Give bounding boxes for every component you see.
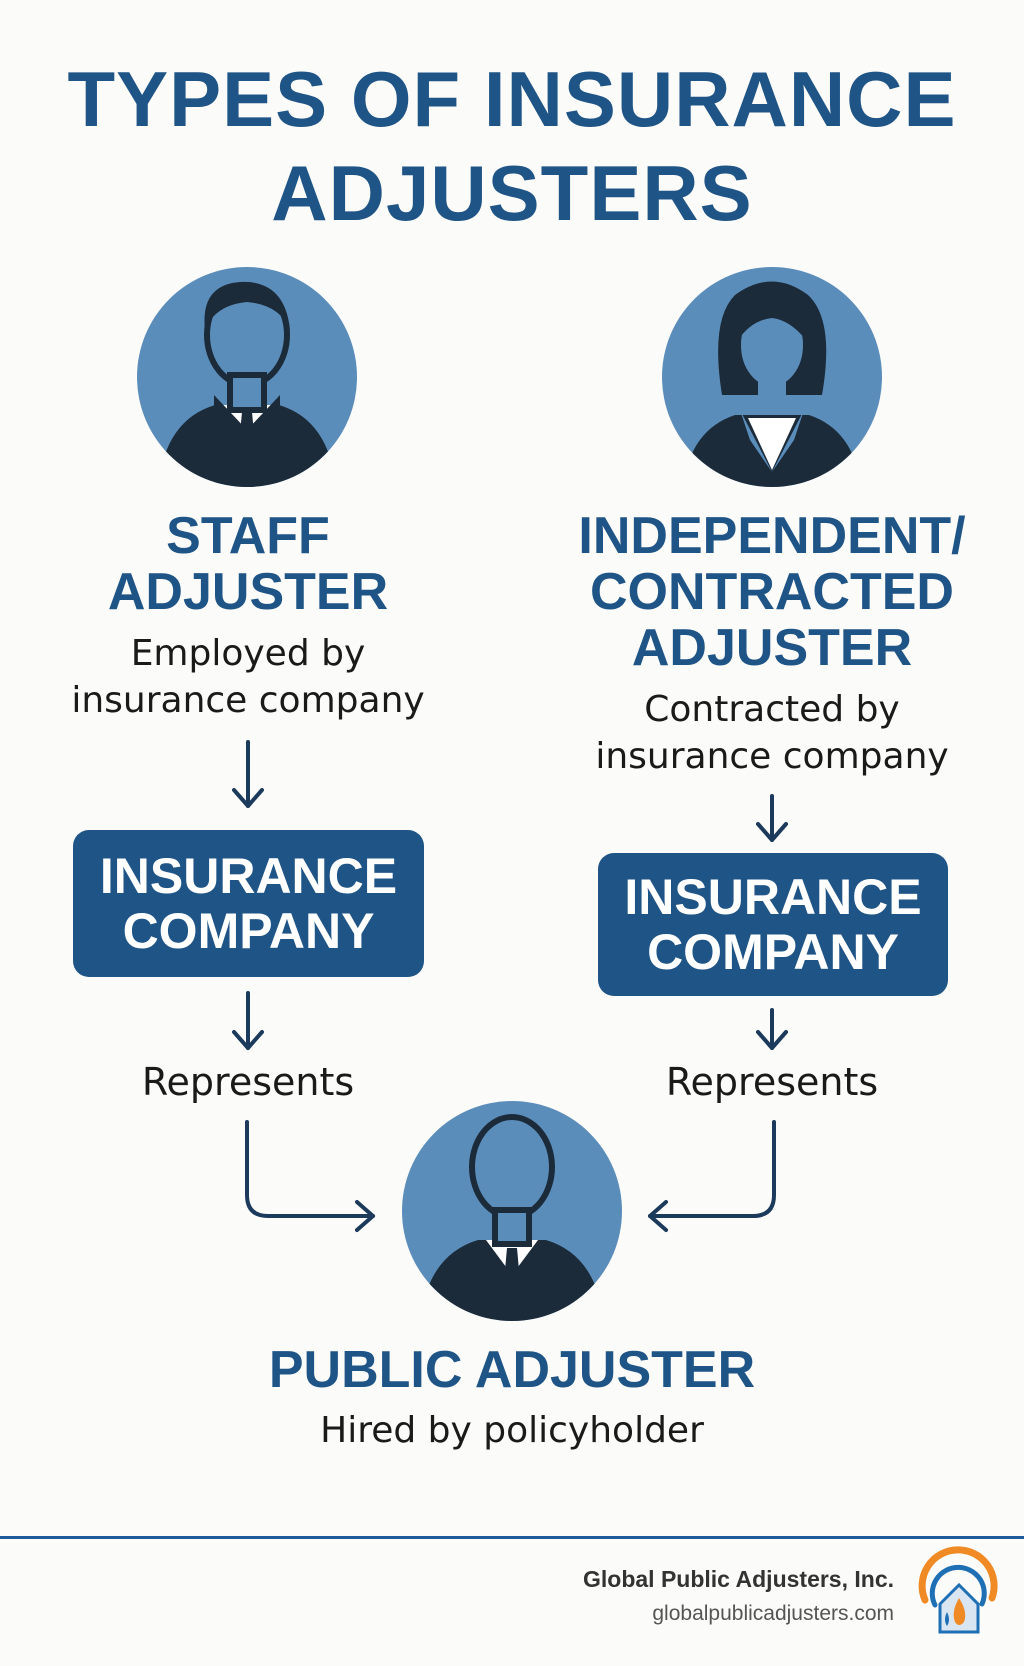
public-adjuster-avatar-icon <box>402 1101 622 1321</box>
arrow-down-icon <box>232 991 264 1050</box>
female-avatar-icon <box>662 267 882 487</box>
company-logo-icon <box>918 1546 998 1634</box>
public-adjuster-label: PUBLIC ADJUSTER <box>268 1341 756 1399</box>
independent-represents-label: Represents <box>665 1060 879 1104</box>
elbow-arrow-left-icon <box>648 1120 776 1232</box>
elbow-arrow-right-icon <box>245 1120 375 1232</box>
page-title: TYPES OF INSURANCE ADJUSTERS <box>0 52 1024 240</box>
staff-represents-label: Represents <box>141 1060 355 1104</box>
staff-insurance-company-box: INSURANCE COMPANY <box>73 830 424 977</box>
public-adjuster-description: Hired by policyholder <box>320 1410 704 1451</box>
footer-company-name: Global Public Adjusters, Inc. <box>583 1566 894 1592</box>
male-avatar-icon <box>137 267 357 487</box>
title-line-1: TYPES OF INSURANCE <box>67 55 957 143</box>
title-line-2: ADJUSTERS <box>271 149 753 237</box>
arrow-down-icon <box>232 740 264 808</box>
staff-adjuster-label: STAFF ADJUSTER <box>107 507 389 621</box>
footer-divider <box>0 1536 1024 1539</box>
independent-adjuster-description: Contracted by insurance company <box>595 689 949 777</box>
staff-adjuster-description: Employed by insurance company <box>71 633 425 721</box>
independent-insurance-company-box: INSURANCE COMPANY <box>598 853 948 996</box>
arrow-down-icon <box>756 1008 788 1050</box>
footer-website-link[interactable]: globalpublicadjusters.com <box>652 1602 894 1625</box>
arrow-down-icon <box>756 794 788 842</box>
independent-adjuster-label: INDEPENDENT/ CONTRACTED ADJUSTER <box>578 507 966 677</box>
